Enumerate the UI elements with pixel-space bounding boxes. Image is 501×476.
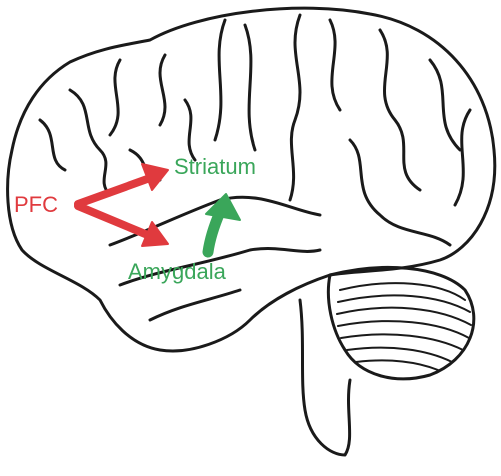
gyrus-line <box>110 60 120 135</box>
gyrus-line <box>330 20 340 110</box>
amygdala-to-striatum-arrow <box>208 212 220 252</box>
gyrus-line <box>160 55 165 125</box>
striatum-label: Striatum <box>174 155 256 179</box>
gyrus-line <box>290 15 300 200</box>
gyrus-line <box>70 90 110 195</box>
pfc-label: PFC <box>14 193 58 217</box>
gyrus-line <box>40 120 65 170</box>
cerebellum-folia <box>347 348 452 362</box>
temporal-gyrus-line <box>150 290 240 320</box>
gyrus-line <box>380 30 420 190</box>
pfc-to-amygdala-arrow <box>78 206 150 236</box>
gyrus-line <box>245 25 255 150</box>
gyrus-line <box>185 100 195 160</box>
brainstem-outline <box>300 300 350 455</box>
cerebellum-folia <box>356 360 438 370</box>
gyrus-line <box>430 60 460 150</box>
gyrus-line <box>350 140 450 245</box>
gyrus-line <box>455 110 470 205</box>
gyrus-line <box>215 20 225 140</box>
amygdala-label: Amygdala <box>128 260 226 284</box>
pfc-to-striatum-arrow <box>78 178 150 204</box>
